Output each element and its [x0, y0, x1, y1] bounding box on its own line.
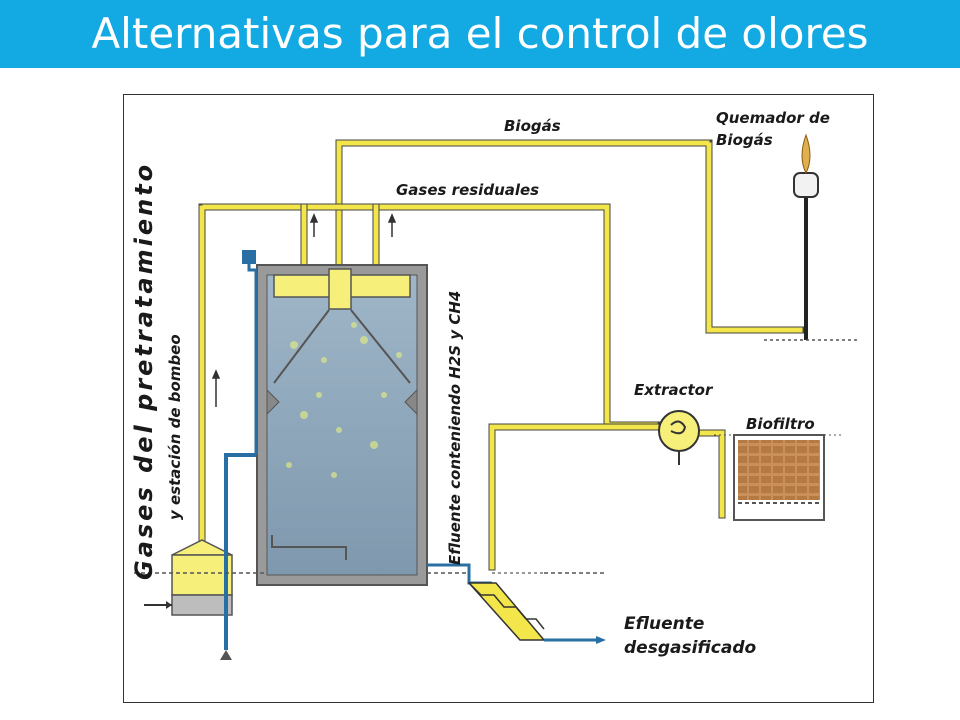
gas-lines: [198, 139, 808, 571]
diagram-frame: Biogás Quemador de Biogás Gases residual…: [123, 94, 874, 703]
label-pretreatment-gases: Gases del pretratamiento: [130, 162, 158, 580]
extractor-fan: [658, 410, 700, 465]
biogas-line: [335, 139, 808, 334]
label-effluent-h2s: Efluente conteniendo H2S y CH4: [446, 291, 464, 565]
odor-control-diagram: Biogás Quemador de Biogás Gases residual…: [130, 109, 859, 660]
label-effluent-out-line1: Efluente: [624, 614, 704, 634]
effluent-gas-line: [488, 423, 663, 571]
label-biofilter: Biofiltro: [746, 415, 815, 433]
pumping-station: [144, 250, 258, 660]
digester-tank: [256, 264, 428, 586]
outlet-piping: [427, 563, 606, 644]
extractor-to-biofilter-line: [698, 429, 726, 519]
slide-title: Alternativas para el control de olores: [91, 9, 869, 58]
biogas-bubbles: [286, 322, 402, 478]
title-bar: Alternativas para el control de olores: [0, 0, 960, 68]
label-effluent-out-line2: desgasificado: [624, 638, 757, 658]
biogas-burner: [764, 133, 859, 341]
label-biogas: Biogás: [504, 117, 561, 135]
label-residual-gases: Gases residuales: [396, 181, 539, 199]
label-burner-line1: Quemador de: [716, 109, 830, 127]
label-burner-line2: Biogás: [716, 131, 773, 149]
flow-arrows: [211, 213, 397, 407]
label-pumping-station: y estación de bombeo: [166, 334, 184, 520]
biofilter: [714, 434, 844, 521]
label-extractor: Extractor: [634, 381, 714, 399]
